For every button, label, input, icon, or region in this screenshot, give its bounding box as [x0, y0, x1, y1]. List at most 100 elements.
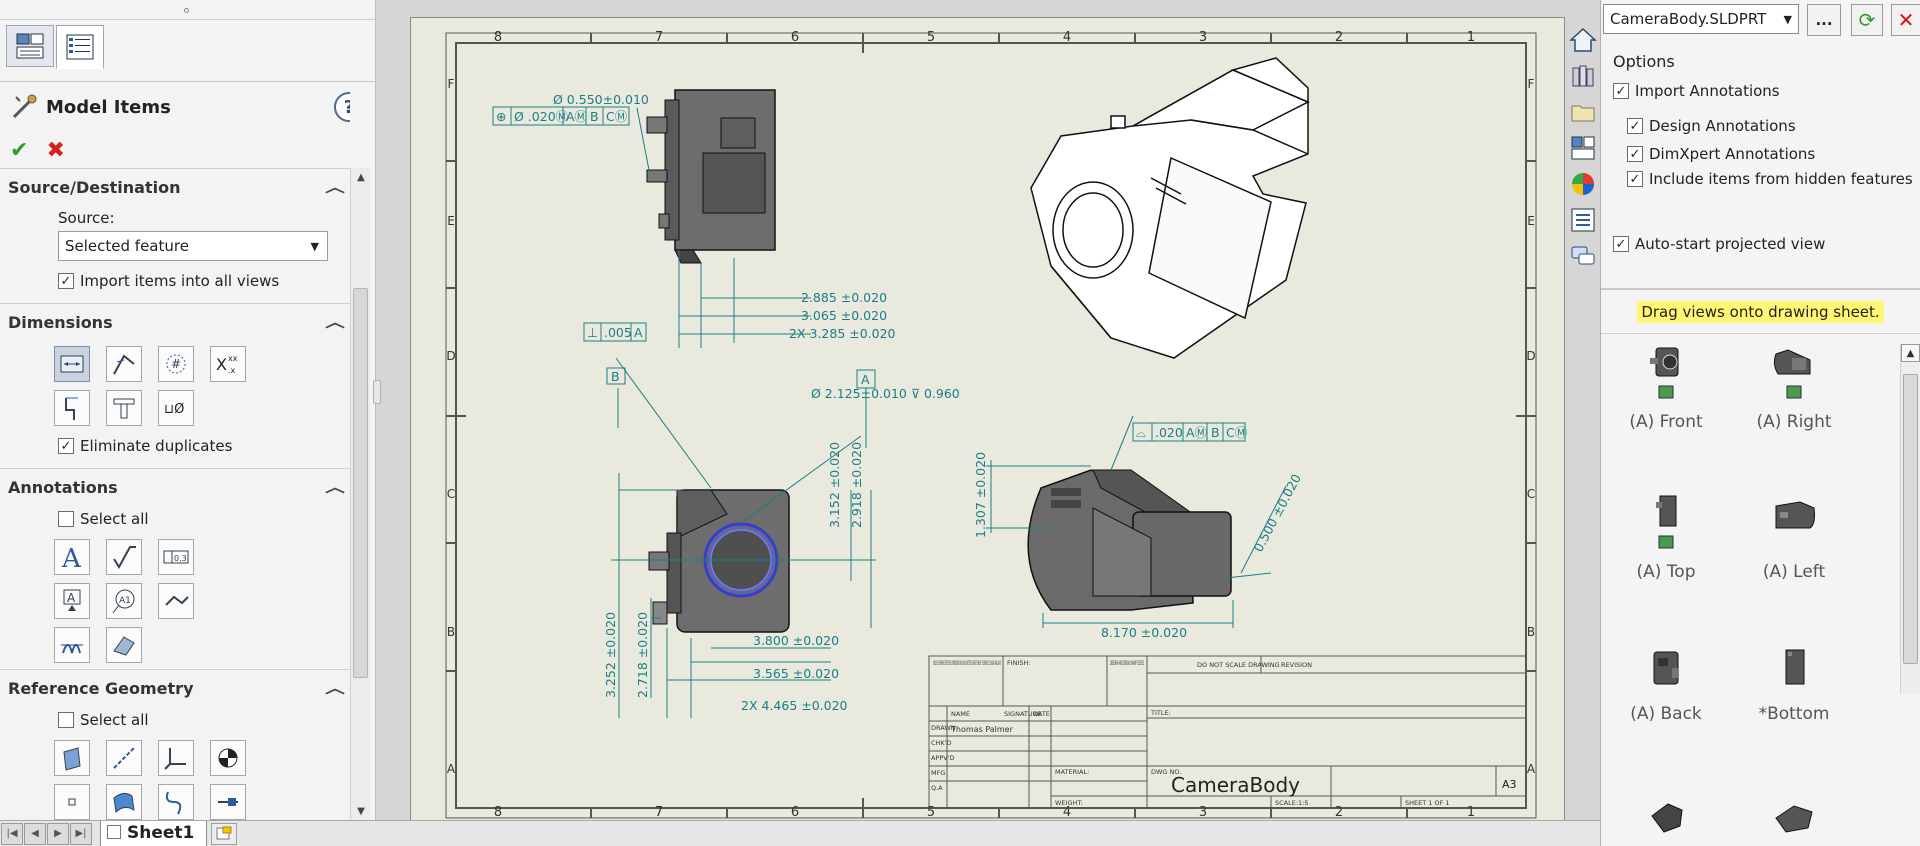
geometric-tolerance-button[interactable]: 0.3 — [158, 539, 194, 575]
design-annotations-checkbox[interactable]: ✓ — [1627, 118, 1643, 134]
view-thumbnail-right[interactable]: (A) Right — [1734, 344, 1854, 432]
ok-button[interactable]: ✔ — [10, 137, 29, 163]
tab-feature-manager[interactable] — [6, 25, 54, 67]
view-thumbnail-isometric[interactable] — [1606, 796, 1726, 844]
panel-collapse-strip[interactable] — [0, 0, 375, 20]
document-select[interactable]: CameraBody.SLDPRT ▼ — [1603, 4, 1799, 34]
weld-bead-button[interactable] — [106, 627, 142, 663]
dimension-text[interactable]: 2.718 ±0.020 — [635, 612, 650, 698]
note-button[interactable]: A — [54, 539, 90, 575]
drawing-view-front[interactable] — [648, 489, 790, 633]
feature-control-frame-1[interactable]: ⊕ Ø .020Ⓜ AⓂ B CⓂ — [492, 106, 630, 126]
section-header-source-destination[interactable]: Source/Destination ︿ — [0, 169, 350, 205]
weld-symbol-button[interactable] — [158, 583, 194, 619]
source-select[interactable]: Selected feature ▼ — [58, 231, 328, 261]
scroll-thumb[interactable] — [1903, 374, 1918, 664]
collapse-chevron-icon[interactable]: ︿ — [325, 180, 345, 196]
dimension-text[interactable]: 3.252 ±0.020 — [603, 612, 618, 698]
dimension-text[interactable]: 8.170 ±0.020 — [1101, 625, 1187, 640]
curve-button[interactable] — [158, 784, 194, 820]
file-explorer-icon[interactable] — [1567, 96, 1599, 128]
plane-button[interactable] — [54, 740, 90, 776]
next-sheet-button[interactable]: ▶ — [47, 822, 69, 845]
dimension-symbol-button[interactable]: ⊔Ø — [158, 390, 194, 426]
hole-wizard-locations-button[interactable]: # — [158, 346, 194, 382]
section-header-annotations[interactable]: Annotations ︿ — [0, 469, 350, 505]
scroll-down-icon[interactable]: ▼ — [357, 805, 365, 817]
cancel-button[interactable]: ✖ — [46, 137, 65, 163]
feature-control-frame-2[interactable]: ⊥ .005 A — [583, 322, 647, 342]
property-manager-scrollbar[interactable]: ▲ ▼ — [350, 168, 370, 820]
tab-property-manager[interactable] — [56, 25, 104, 69]
view-thumbnail-back[interactable]: (A) Back — [1606, 646, 1726, 724]
design-library-icon[interactable] — [1567, 60, 1599, 92]
not-marked-button[interactable] — [106, 346, 142, 382]
collapse-chevron-icon[interactable]: ︿ — [325, 480, 345, 496]
view-thumbnail-bottom[interactable]: *Bottom — [1734, 646, 1854, 724]
feature-control-frame-3[interactable]: ⌓ .020 AⓂ B CⓂ — [1132, 422, 1248, 442]
drawing-view-right[interactable] — [1027, 469, 1232, 611]
collapse-chevron-icon[interactable]: ︿ — [325, 681, 345, 697]
first-sheet-button[interactable]: |◀ — [1, 822, 23, 845]
dimension-text[interactable]: 3.152 ±0.020 — [827, 442, 842, 528]
drawing-sheet[interactable]: 8 7 6 5 4 3 2 1 8 7 6 5 4 3 2 1 F E — [410, 17, 1565, 820]
dimension-text[interactable]: 2.885 ±0.020 — [801, 290, 887, 305]
scroll-up-icon[interactable]: ▲ — [1901, 344, 1920, 362]
dimension-text[interactable]: 3.565 ±0.020 — [753, 666, 839, 681]
dimension-text[interactable]: 1.307 ±0.020 — [973, 452, 988, 538]
close-palette-button[interactable]: ✕ — [1891, 4, 1920, 36]
view-thumbnail-left[interactable]: (A) Left — [1734, 494, 1854, 582]
refgeom-select-all-checkbox[interactable] — [58, 712, 74, 728]
drawing-graphics-area[interactable]: 8 7 6 5 4 3 2 1 8 7 6 5 4 3 2 1 F E — [377, 0, 1600, 820]
dimension-text[interactable]: 2.918 ±0.020 — [849, 442, 864, 528]
view-thumbnail-front[interactable]: (A) Front — [1606, 344, 1726, 432]
view-palette-icon[interactable] — [1567, 132, 1599, 164]
tb-part-name[interactable]: CameraBody — [1171, 773, 1300, 797]
section-header-reference-geometry[interactable]: Reference Geometry ︿ — [0, 670, 350, 706]
panel-splitter-handle[interactable] — [373, 380, 381, 404]
point-button[interactable] — [54, 784, 90, 820]
refresh-button[interactable]: ⟳ — [1851, 4, 1883, 36]
dimension-text[interactable]: 2X 4.465 ±0.020 — [741, 698, 848, 713]
home-icon[interactable] — [1567, 24, 1599, 56]
surface-finish-button[interactable] — [106, 539, 142, 575]
scroll-thumb[interactable] — [353, 288, 368, 678]
add-sheet-button[interactable] — [211, 822, 238, 845]
marked-for-drawing-button[interactable] — [54, 346, 90, 382]
view-thumbnail-trimetric[interactable] — [1734, 796, 1854, 844]
browse-button[interactable]: ... — [1807, 4, 1841, 36]
prev-sheet-button[interactable]: ◀ — [24, 822, 46, 845]
datum-feature-button[interactable]: A — [54, 583, 90, 619]
drawing-view-top[interactable] — [646, 89, 776, 264]
forum-icon[interactable] — [1567, 240, 1599, 272]
datum-b-tag[interactable]: B — [606, 367, 626, 385]
datum-a-tag[interactable]: A — [856, 369, 876, 413]
import-all-views-checkbox[interactable]: ✓ — [58, 273, 74, 289]
datum-target-button[interactable]: A1 — [106, 583, 142, 619]
collapse-chevron-icon[interactable]: ︿ — [325, 315, 345, 331]
dimxpert-annotations-checkbox[interactable]: ✓ — [1627, 146, 1643, 162]
hidden-features-checkbox[interactable]: ✓ — [1627, 171, 1643, 187]
origin-button[interactable] — [210, 740, 246, 776]
cosmetic-thread-button[interactable] — [54, 627, 90, 663]
route-point-button[interactable] — [210, 784, 246, 820]
view-palette-scrollbar[interactable]: ▲ — [1900, 344, 1920, 694]
hole-table-button[interactable] — [106, 390, 142, 426]
auto-start-checkbox[interactable]: ✓ — [1613, 236, 1629, 252]
surface-button[interactable] — [106, 784, 142, 820]
scroll-up-icon[interactable]: ▲ — [357, 171, 365, 183]
appearances-icon[interactable] — [1567, 168, 1599, 200]
dimension-text[interactable]: 0.500 ±0.020 — [1250, 471, 1304, 554]
last-sheet-button[interactable]: ▶| — [70, 822, 92, 845]
dimension-text[interactable]: Ø 0.550±0.010 — [553, 92, 649, 107]
title-block[interactable] — [928, 655, 1527, 809]
dimension-text[interactable]: 2X 3.285 ±0.020 — [789, 326, 896, 341]
view-thumbnail-top[interactable]: (A) Top — [1606, 494, 1726, 582]
dimension-text[interactable]: 3.065 ±0.020 — [801, 308, 887, 323]
axis-button[interactable] — [106, 740, 142, 776]
eliminate-duplicates-checkbox[interactable]: ✓ — [58, 438, 74, 454]
custom-properties-icon[interactable] — [1567, 204, 1599, 236]
sheet-tab-sheet1[interactable]: Sheet1 — [100, 820, 208, 846]
coordinate-system-button[interactable] — [158, 740, 194, 776]
